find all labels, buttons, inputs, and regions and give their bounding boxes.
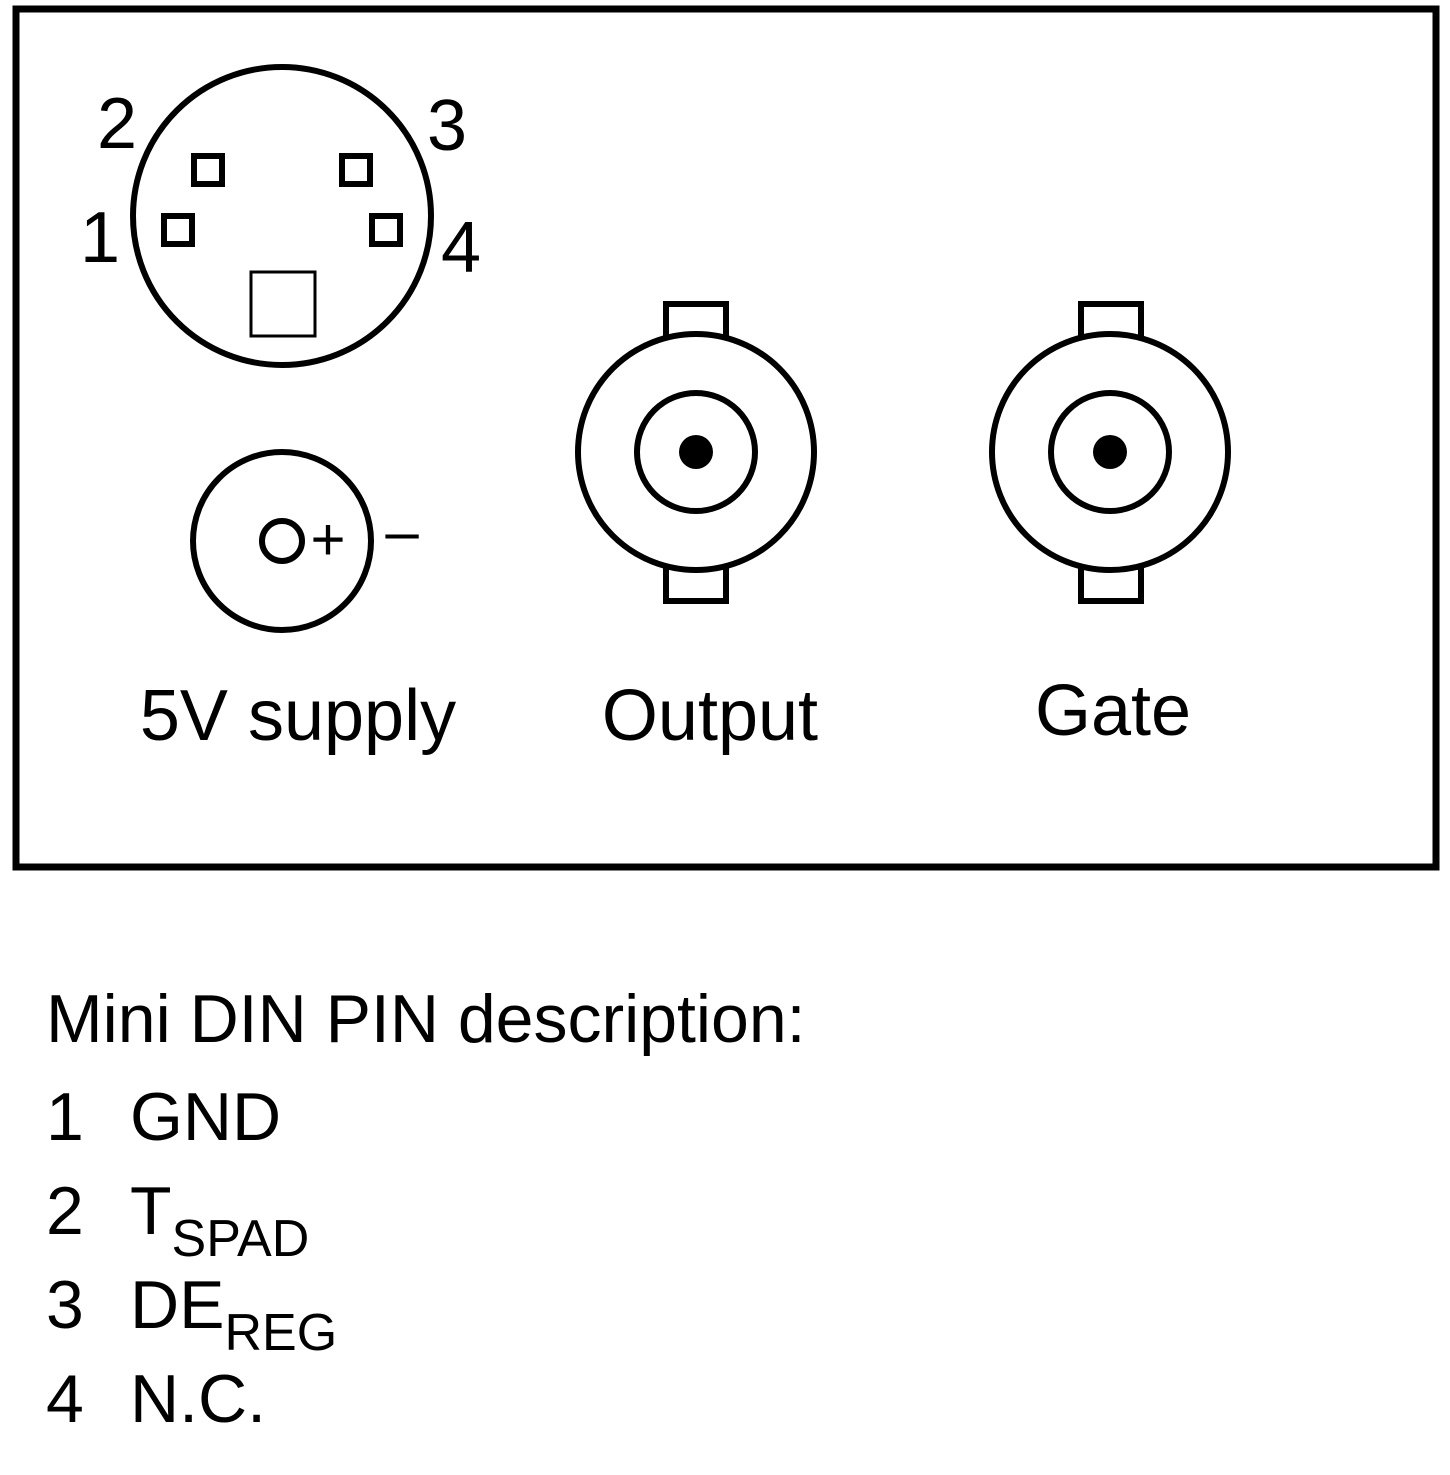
legend-pin-name-subscript: REG [224,1304,338,1362]
power-minus-sign: – [385,498,419,565]
gate-bnc-center-pin [1093,435,1127,469]
mini-din-pin-4 [369,213,403,247]
power-label: 5V supply [140,676,456,756]
legend-pin-name: N.C. [130,1365,266,1433]
legend-pin-number: 2 [46,1173,84,1249]
power-jack-housing [190,449,374,633]
mini-din-housing [130,64,434,368]
legend-pin-name: GND [130,1083,281,1151]
mini-din-connector: 1 2 3 4 [80,64,481,368]
legend-pin-name-main: N.C. [130,1361,266,1437]
power-plus-sign: + [310,506,345,573]
mini-din-pin-3 [339,153,373,187]
output-bnc-connector: Output [575,301,818,756]
legend-pin-name: TSPAD [130,1177,309,1265]
output-label: Output [602,676,818,756]
legend-pin-number: 3 [46,1267,84,1343]
power-jack-center-pin [259,518,305,564]
mini-din-key [249,270,317,338]
legend-pin-name-main: DE [130,1267,225,1343]
mini-din-label-3: 3 [427,86,467,166]
power-jack: + – 5V supply [140,449,456,756]
mini-din-label-2: 2 [97,84,137,164]
legend-title: Mini DIN PIN description: [46,981,806,1057]
gate-bnc-inner-ring [1048,390,1172,514]
output-bnc-inner-ring [634,390,758,514]
legend-pin-number: 1 [46,1079,84,1155]
legend-pin-name-main: GND [130,1079,282,1155]
gate-bnc-connector: Gate [989,301,1231,751]
output-bnc-center-pin [679,435,713,469]
mini-din-pin-1 [161,213,195,247]
panel-outline [12,5,1440,871]
legend-pin-number: 4 [46,1361,84,1437]
legend-pin-name-subscript: SPAD [171,1210,310,1268]
mini-din-label-4: 4 [441,208,481,288]
gate-label: Gate [1035,671,1191,751]
mini-din-label-1: 1 [80,198,120,278]
legend-pin-name-main: T [130,1173,172,1249]
legend-pin-name: DEREG [130,1271,337,1359]
mini-din-pin-2 [191,153,225,187]
